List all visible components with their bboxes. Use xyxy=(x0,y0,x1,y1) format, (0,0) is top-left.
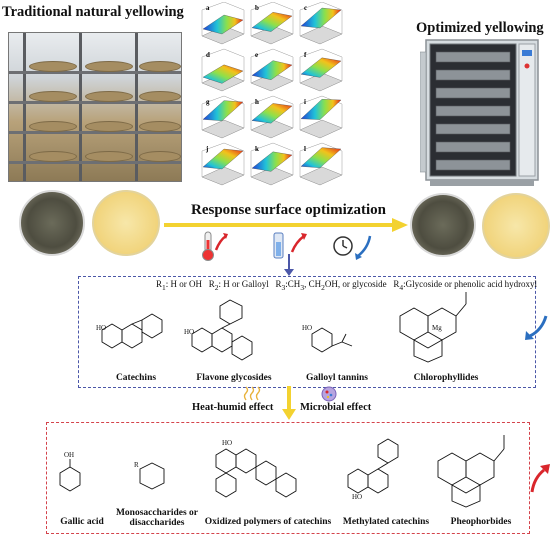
panel-letter: h xyxy=(255,98,259,106)
response-surface-panel-e: e xyxy=(250,48,294,92)
panel-letter: d xyxy=(206,51,210,59)
response-surface-panel-k: k xyxy=(250,142,294,186)
panel-letter: g xyxy=(206,98,210,106)
traditional-broth-photo xyxy=(92,190,160,256)
increase-arrow-icon xyxy=(530,464,550,493)
panel-letter: j xyxy=(205,145,208,153)
galloyl-tannin-structure xyxy=(311,327,353,353)
svg-text:Mg: Mg xyxy=(432,324,442,332)
svg-text:HO: HO xyxy=(352,493,362,501)
response-surface-panel-a: a xyxy=(201,2,245,45)
precursor-structures: Mg HO HO HO xyxy=(96,292,467,363)
panel-letter: i xyxy=(304,98,306,106)
drying-oven-photo xyxy=(420,39,539,186)
traditional-leaf-photo xyxy=(19,190,85,256)
flavone-glycoside-structure xyxy=(191,299,253,361)
svg-text:HO: HO xyxy=(96,324,106,332)
right-title: Optimized yellowing xyxy=(416,20,544,36)
product-label-methylated-catechins: Methylated catechins xyxy=(342,517,430,527)
precursor-label-catechins: Catechins xyxy=(115,373,157,383)
panel-letter: f xyxy=(304,51,307,59)
left-title: Traditional natural yellowing xyxy=(2,4,184,20)
response-surface-panel-c: c xyxy=(299,2,343,45)
oxidized-polymer-structure xyxy=(215,448,297,498)
decrease-arrow-icon xyxy=(525,315,548,340)
response-surface-panel-i: i xyxy=(299,95,343,139)
panel-letter: c xyxy=(304,4,307,12)
panel-letter: l xyxy=(304,145,306,153)
down-arrow-yellow xyxy=(282,386,296,420)
optimized-broth-photo xyxy=(482,193,550,259)
optimized-leaf-photo xyxy=(410,193,476,257)
response-surface-panel-f: f xyxy=(299,48,343,92)
heat-humid-effect-label: Heat-humid effect xyxy=(192,402,274,413)
humidity-gauge-icon xyxy=(273,232,307,259)
traditional-shelf-photo xyxy=(8,32,182,182)
svg-text:HO: HO xyxy=(222,439,232,447)
panel-letter: b xyxy=(255,4,259,12)
product-label-pheophorbides: Pheophorbides xyxy=(450,517,512,527)
panel-letter: k xyxy=(255,145,259,153)
svg-text:R: R xyxy=(134,461,139,469)
microbial-effect-label: Microbial effect xyxy=(300,402,372,413)
response-surface-panel-b: b xyxy=(250,2,294,45)
svg-text:HO: HO xyxy=(302,324,312,332)
response-surface-panel-g: g xyxy=(201,95,245,139)
response-surface-panel-l: l xyxy=(299,142,343,186)
catechin-structure xyxy=(101,313,163,349)
panel-letter: e xyxy=(255,51,258,59)
product-label-gallic-acid: Gallic acid xyxy=(60,517,104,527)
down-arrow-top xyxy=(284,254,294,276)
microbe-icon xyxy=(321,386,337,402)
methylated-catechin-structure xyxy=(347,438,399,494)
substituent-legend: R1: H or OH R2: H or Galloyl R3:CH3, CH2… xyxy=(156,279,538,292)
precursor-label-chlorophyllides: Chlorophyllides xyxy=(413,373,479,383)
response-surface-grid: a b c d e f g h i j k l xyxy=(201,2,343,186)
response-surface-panel-d: d xyxy=(201,48,245,92)
process-arrow xyxy=(164,218,408,232)
panel-letter: a xyxy=(206,4,210,12)
product-label-saccharides: Monosaccharides or disaccharides xyxy=(115,508,199,528)
response-surface-panel-h: h xyxy=(250,95,294,139)
monosaccharide-structure xyxy=(139,462,165,490)
precursor-label-flavone-glycosides: Flavone glycosides xyxy=(196,373,272,383)
thermometer-icon xyxy=(202,231,228,261)
product-label-oxidized-polymers: Oxidized polymers of catechins xyxy=(204,517,332,527)
gallic-acid-structure xyxy=(59,459,81,492)
chlorophyllide-structure xyxy=(399,292,467,363)
precursor-label-galloyl-tannins: Galloyl tannins xyxy=(305,373,369,383)
response-surface-label: Response surface optimization xyxy=(191,202,386,218)
product-structures: OH R HO HO xyxy=(59,435,505,508)
pheophorbide-structure xyxy=(437,435,505,508)
clock-icon xyxy=(333,235,372,260)
svg-text:HO: HO xyxy=(184,328,194,336)
product-box xyxy=(46,422,530,534)
svg-text:OH: OH xyxy=(64,451,74,459)
response-surface-panel-j: j xyxy=(201,142,245,186)
heat-wave-icon xyxy=(243,386,261,401)
